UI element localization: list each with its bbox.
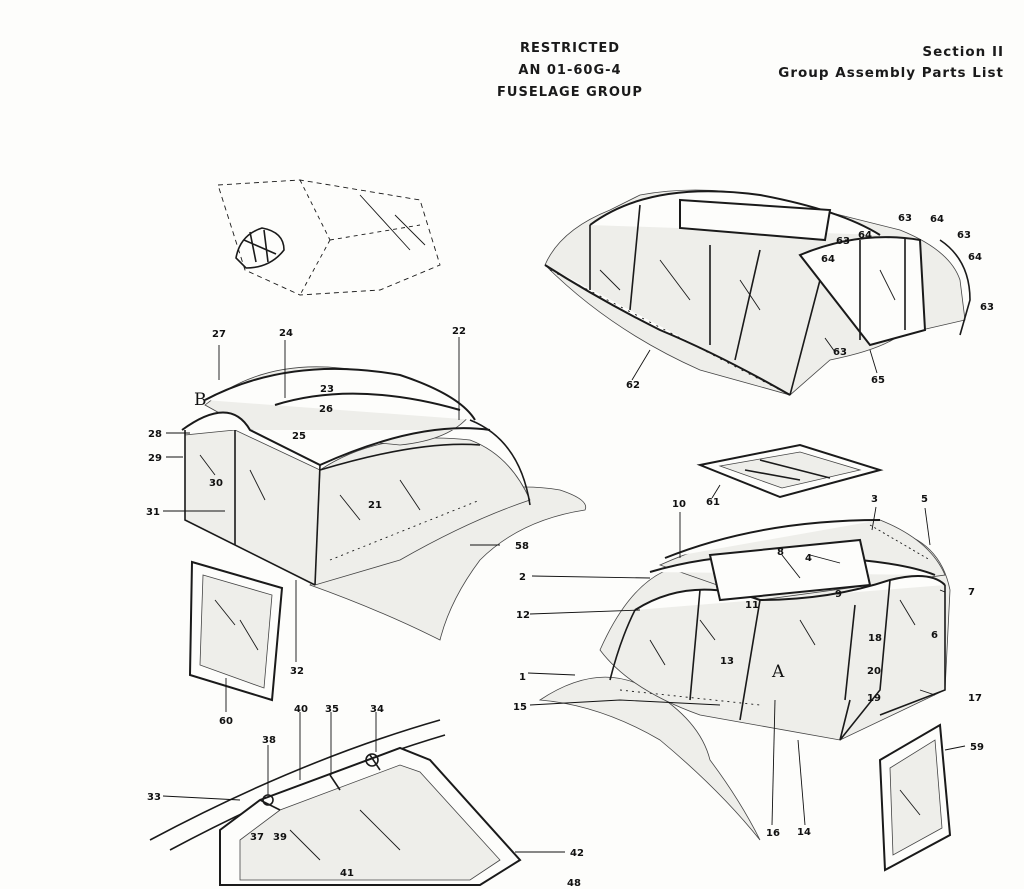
callout-35: 35 xyxy=(325,704,339,715)
view-label-b: B xyxy=(194,390,207,410)
view-label-a: A xyxy=(771,662,785,682)
callout-48: 48 xyxy=(567,878,581,889)
canopy-assembly-b xyxy=(181,366,587,641)
callout-numbers: 1 2 3 4 5 6 7 8 9 10 11 12 13 14 15 16 1… xyxy=(146,213,994,889)
callout-34: 34 xyxy=(370,704,384,715)
callout-31: 31 xyxy=(146,507,160,518)
leader-lines xyxy=(162,337,966,853)
nose-assembly xyxy=(544,189,971,396)
callout-24: 24 xyxy=(279,328,293,339)
callout-29: 29 xyxy=(148,453,162,464)
callout-8: 8 xyxy=(777,547,784,558)
callout-19: 19 xyxy=(867,693,881,704)
callout-15: 15 xyxy=(513,702,527,713)
callout-42: 42 xyxy=(570,848,584,859)
callout-64-d: 64 xyxy=(821,254,835,265)
callout-16: 16 xyxy=(766,828,780,839)
callout-2: 2 xyxy=(519,572,526,583)
callout-3: 3 xyxy=(871,494,878,505)
callout-63-d: 63 xyxy=(833,347,847,358)
hatch-61 xyxy=(696,443,884,499)
callout-63-b: 63 xyxy=(836,236,850,247)
header-center-block: RESTRICTED AN 01-60G-4 FUSELAGE GROUP xyxy=(480,38,660,104)
callout-33: 33 xyxy=(147,792,161,803)
callout-12: 12 xyxy=(516,610,530,621)
list-title: Group Assembly Parts List xyxy=(778,65,1004,81)
callout-5: 5 xyxy=(921,494,928,505)
restricted-label: RESTRICTED xyxy=(519,41,621,56)
callout-23: 23 xyxy=(320,384,334,395)
callout-39: 39 xyxy=(273,832,287,843)
callout-63-e: 63 xyxy=(980,302,994,313)
callout-62: 62 xyxy=(626,380,640,391)
frame-detail xyxy=(149,719,522,886)
callout-64-b: 64 xyxy=(858,230,872,241)
callout-27: 27 xyxy=(212,329,226,340)
callout-4: 4 xyxy=(805,553,812,564)
callout-63-c: 63 xyxy=(957,230,971,241)
callout-7: 7 xyxy=(968,587,975,598)
callout-64-c: 64 xyxy=(968,252,982,263)
callout-13: 13 xyxy=(720,656,734,667)
callout-41: 41 xyxy=(340,868,354,879)
callout-6: 6 xyxy=(931,630,938,641)
callout-30: 30 xyxy=(209,478,223,489)
header-right-block: Section II Group Assembly Parts List xyxy=(778,42,1004,84)
section-label: Section II xyxy=(922,44,1004,60)
callout-21: 21 xyxy=(368,500,382,511)
callout-65: 65 xyxy=(871,375,885,386)
callout-11: 11 xyxy=(745,600,759,611)
callout-32: 32 xyxy=(290,666,304,677)
callout-58: 58 xyxy=(515,541,529,552)
callout-60: 60 xyxy=(219,716,233,727)
callout-1: 1 xyxy=(519,672,526,683)
callout-20: 20 xyxy=(867,666,881,677)
callout-25: 25 xyxy=(292,431,306,442)
window-59 xyxy=(878,723,952,872)
callout-61: 61 xyxy=(706,497,720,508)
callout-9: 9 xyxy=(835,589,842,600)
callout-14: 14 xyxy=(797,827,811,838)
callout-64-a: 64 xyxy=(930,214,944,225)
callout-40: 40 xyxy=(294,704,308,715)
callout-22: 22 xyxy=(452,326,466,337)
callout-38: 38 xyxy=(262,735,276,746)
callout-37: 37 xyxy=(250,832,264,843)
doc-number: AN 01-60G-4 xyxy=(518,63,622,78)
callout-10: 10 xyxy=(672,499,686,510)
callout-59: 59 xyxy=(970,742,984,753)
callout-17: 17 xyxy=(968,693,982,704)
callout-26: 26 xyxy=(319,404,333,415)
callout-63-a: 63 xyxy=(898,213,912,224)
window-60 xyxy=(188,560,284,702)
callout-18: 18 xyxy=(868,633,882,644)
group-title: FUSELAGE GROUP xyxy=(497,85,643,100)
canopy-assembly-a xyxy=(538,519,951,841)
aircraft-locator-sketch xyxy=(217,179,441,296)
callout-28: 28 xyxy=(148,429,162,440)
